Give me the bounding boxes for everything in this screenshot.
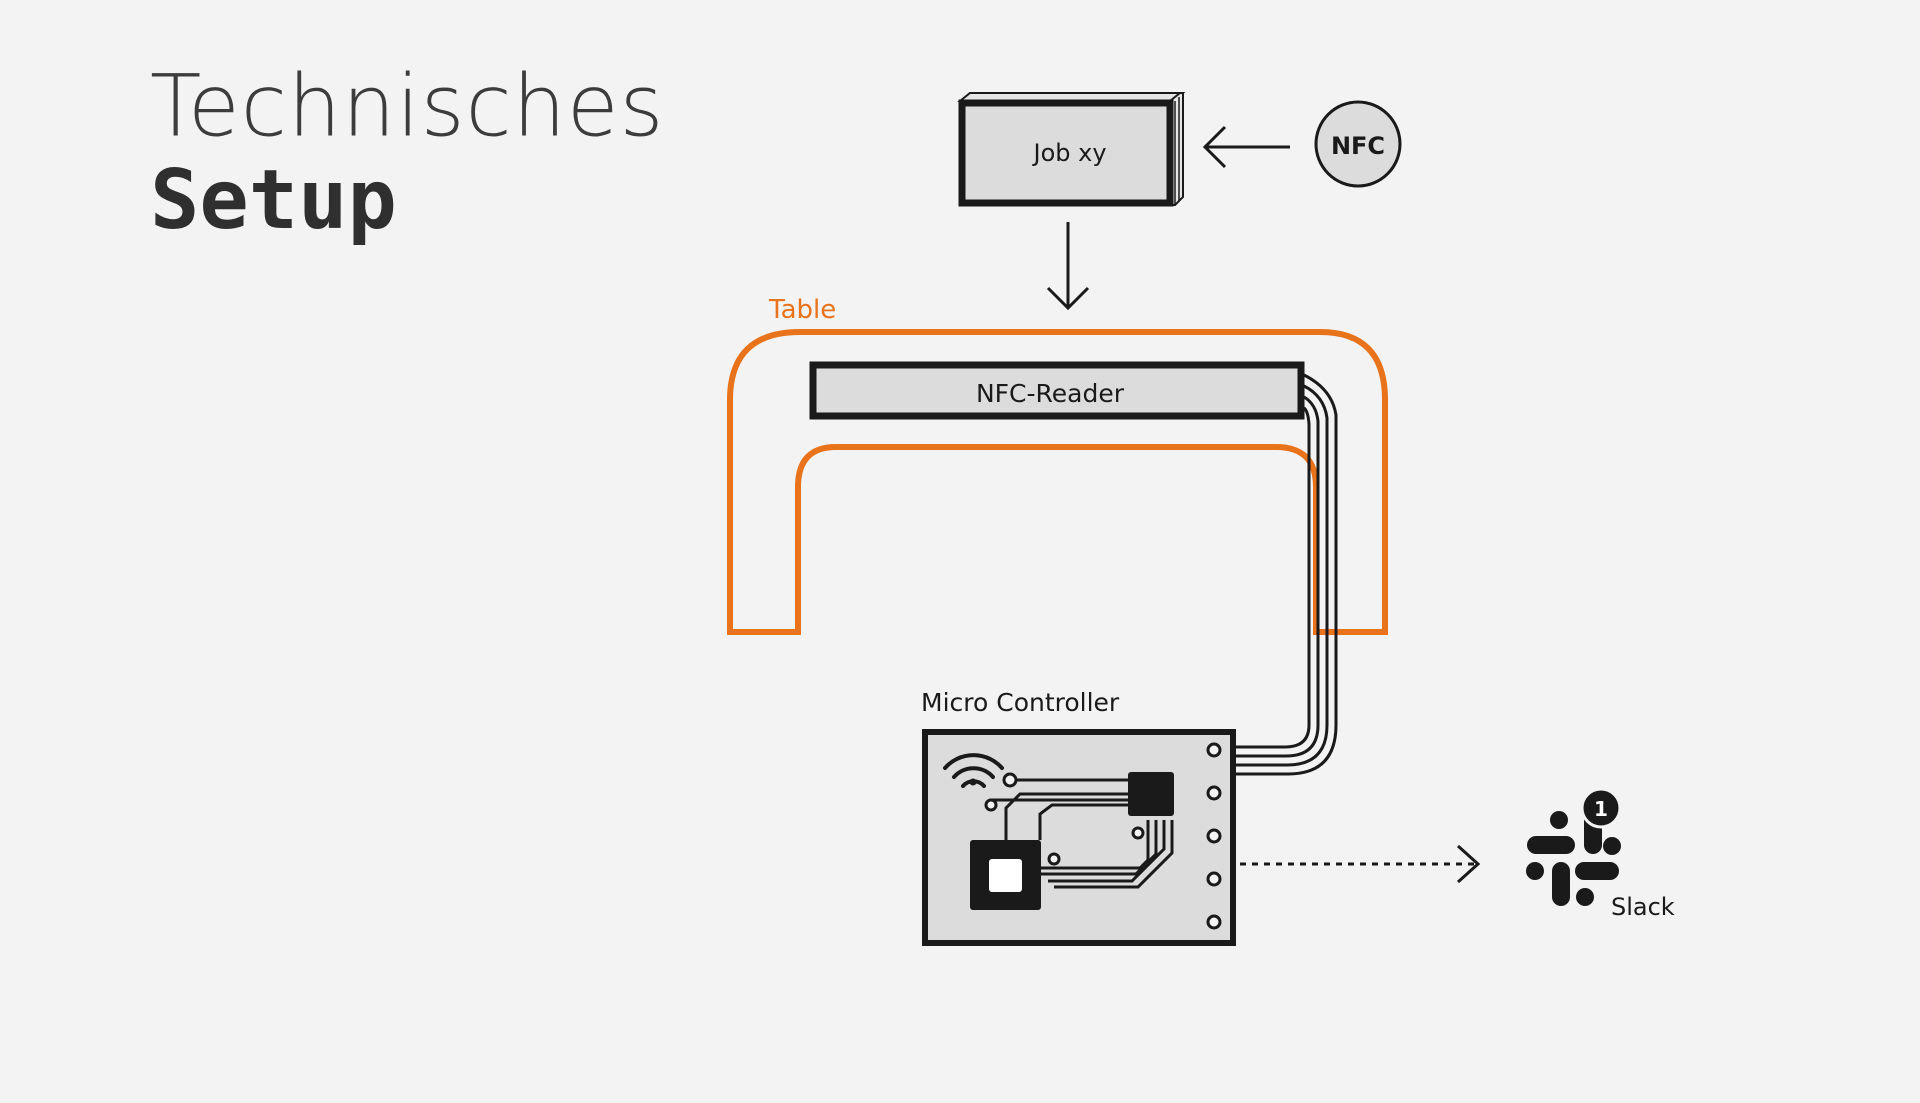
title-line-1: Technisches: [150, 56, 665, 156]
nfc-tag-icon: NFC: [1314, 100, 1402, 188]
arrow-nfc-to-job: [1202, 125, 1290, 169]
arrow-controller-to-slack: [1240, 844, 1481, 884]
nfc-tag-label: NFC: [1331, 132, 1385, 160]
arrow-job-to-reader: [1046, 222, 1090, 311]
slack-label: Slack: [1611, 893, 1675, 921]
table-label: Table: [768, 295, 836, 325]
main-chip: [970, 840, 1041, 910]
job-card: Job xy: [957, 92, 1186, 207]
notification-badge: 1: [1580, 787, 1622, 829]
small-chip: [1128, 772, 1174, 816]
reader-cable: [1236, 373, 1338, 776]
micro-controller-label: Micro Controller: [921, 688, 1120, 717]
nfc-reader: NFC-Reader: [809, 361, 1305, 420]
notification-count: 1: [1594, 797, 1608, 821]
job-label: Job xy: [1031, 139, 1106, 167]
nfc-reader-label: NFC-Reader: [976, 379, 1125, 408]
wifi-icon: [943, 753, 1004, 788]
title-line-2: Setup: [150, 153, 397, 248]
micro-controller-board: [922, 729, 1236, 946]
table-outline: [727, 329, 1388, 635]
circuit-vias: [984, 772, 1145, 866]
slide-title: Technisches Setup: [150, 56, 665, 248]
controller-pins: [1206, 742, 1222, 930]
